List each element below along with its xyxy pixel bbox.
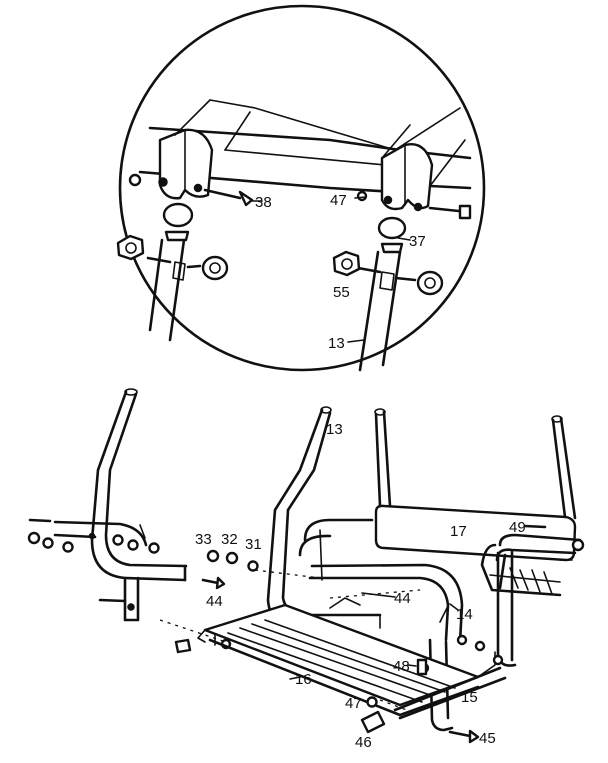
label-47-detail: 47 [330,192,347,209]
detail-circle [118,4,486,372]
label-45: 45 [479,730,496,747]
detail-left-clevis [128,99,254,207]
bottom-hardware [360,605,480,744]
label-32: 32 [221,531,238,548]
detail-left-hardware [116,202,229,342]
label-48: 48 [393,658,410,675]
detail-leaders [249,196,411,343]
left-side-frame [27,388,188,622]
part-labels: 38 47 37 55 13 13 17 49 33 32 31 44 44 1… [195,192,526,751]
label-44-left: 44 [206,593,223,610]
label-37: 37 [409,233,426,250]
loose-hardware [174,549,259,654]
label-14: 14 [456,606,473,623]
label-44-center: 44 [394,590,411,607]
seat-platform [197,597,496,717]
right-arm-frame [428,533,582,732]
label-15: 15 [461,689,478,706]
label-33: 33 [195,531,212,548]
label-17: 17 [450,523,467,540]
label-55: 55 [333,284,350,301]
label-13-detail: 13 [328,335,345,352]
label-46: 46 [355,734,372,751]
detail-right-hardware [332,216,444,372]
detail-right-clevis [356,124,472,220]
main-leaders [289,592,459,680]
alignment-lines [159,569,421,713]
label-13: 13 [326,421,343,438]
label-31: 31 [245,536,262,553]
label-49: 49 [509,519,526,536]
label-38: 38 [255,194,272,211]
side-rail [393,634,507,720]
label-47: 47 [345,695,362,712]
label-16: 16 [295,671,312,688]
detail-view [116,4,486,372]
rear-seat-frame [298,518,573,597]
seat-back [374,408,585,562]
